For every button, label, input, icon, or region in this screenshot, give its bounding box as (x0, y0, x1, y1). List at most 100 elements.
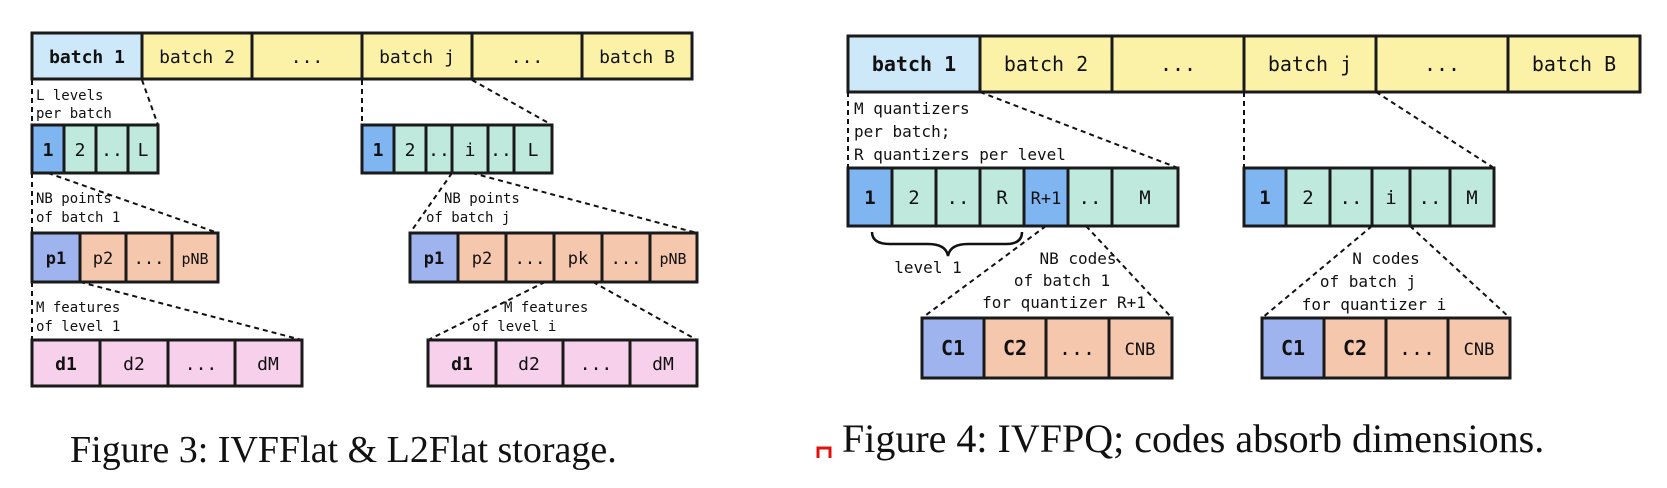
fig4-quantizer-label: M (1466, 187, 1477, 209)
fig3-level-cell (486, 123, 516, 175)
fig3-feature-cell (628, 338, 699, 388)
fig3-point-cell (78, 231, 128, 284)
fig4-code-label: C1 (1281, 336, 1305, 360)
fig4-quantizer-label: M (1139, 187, 1150, 209)
fig3-level-label: 1 (373, 140, 384, 161)
fig3-feature-label: dM (257, 354, 279, 375)
fig4-quantizer-label: .. (1340, 187, 1363, 209)
fig4-note-codes-right-line-2: of batch j (1320, 272, 1416, 291)
fig3-level-cell (512, 123, 554, 175)
fig3-point-cell (600, 231, 652, 284)
fig3-feature-row-left: d1 d2 ... dM (30, 338, 304, 388)
fig3-level-row-left: 1 2 .. L (30, 123, 160, 175)
fig4-batch-label-1: batch 1 (872, 52, 956, 76)
fig4-brace-label: level 1 (894, 258, 961, 277)
fig4-batch-cell-4 (1242, 34, 1378, 94)
fig4-batch-label-5: ... (1424, 52, 1460, 76)
fig4-batch-cell-6 (1506, 34, 1642, 94)
fig4-quantizer-cell (1110, 166, 1180, 228)
fig4-note-quantizers-line-2: per batch; (854, 122, 950, 141)
fig3-point-row-right: p1 p2 ... pk ... pNB (408, 231, 699, 284)
fig4-quantizer-label: .. (1079, 187, 1102, 209)
fig3-level-label: L (138, 140, 149, 161)
fig4-code-label: CNB (1464, 340, 1495, 360)
fig4-quantizer-row-left: 1 2 .. R R+1 .. M (846, 166, 1180, 228)
fig3-feature-label: d1 (451, 354, 473, 375)
fig4-note-codes-left-line-1: NB codes (1039, 249, 1116, 268)
level-brace (870, 231, 1024, 257)
fig3-feature-cell (494, 338, 565, 388)
fig4-code-label: ... (1399, 336, 1435, 360)
fig3-point-cell (648, 231, 699, 284)
fig3-point-label: pNB (659, 250, 686, 268)
fig3-note-features-left-line-2: of level 1 (36, 319, 120, 335)
fig3-note-points-left-line-1: NB points (36, 191, 112, 207)
fig4-quantizer-cell (1242, 166, 1288, 228)
fig3-batch-label-6: batch B (599, 47, 675, 68)
fig4-batch-cell-2 (978, 34, 1114, 94)
fig4-code-label: C2 (1343, 336, 1367, 360)
fig4-quantizer-row-right: 1 2 .. i .. M (1242, 166, 1496, 228)
fig3-feature-cell (233, 338, 304, 388)
fig4-batch-label-3: ... (1160, 52, 1196, 76)
fig4-quantizer-label: .. (1419, 187, 1442, 209)
fig4-quantizer-label: 2 (908, 187, 919, 209)
fig3-feature-cell (98, 338, 170, 388)
fig3-level-cell (126, 123, 160, 175)
fig4-quantizer-cell (1448, 166, 1496, 228)
fig3-batch-label-2: batch 2 (159, 47, 235, 68)
fig4-code-row-right: C1 C2 ... CNB (1260, 316, 1512, 380)
fig3-point-label: p2 (472, 249, 492, 269)
fig3-note-points-right-line-2: of batch j (426, 210, 510, 226)
fig4-note-codes-right-line-3: for quantizer i (1302, 295, 1447, 314)
fig3-batch-label-3: ... (291, 47, 324, 68)
fig3-level-label: 2 (405, 140, 416, 161)
fig4-quantizer-label: 1 (1259, 187, 1270, 209)
fig3-note-levels-line-2: per batch (36, 106, 112, 122)
fig3-point-cell (456, 231, 508, 284)
red-marker-icon (816, 446, 832, 458)
fig3-level-cell (30, 123, 66, 175)
fig3-level-label: i (465, 140, 476, 161)
fig4-batch-label-2: batch 2 (1004, 52, 1088, 76)
fig3-feature-cell (426, 338, 498, 388)
fig3-level-cell (450, 123, 490, 175)
fig3-note-features-left-line-1: M features (36, 300, 120, 316)
fig3-feature-label: dM (652, 354, 674, 375)
fig3-feature-row-right: d1 d2 ... dM (426, 338, 699, 388)
fig4-note-codes-left-line-3: for quantizer R+1 (982, 293, 1146, 312)
fig3-connectors (31, 79, 698, 341)
fig3-batch-label-4: batch j (379, 47, 455, 68)
fig4-quantizer-label: .. (947, 187, 970, 209)
fig3-point-row-left: p1 p2 ... pNB (30, 231, 220, 284)
fig4-quantizer-label: R (996, 187, 1008, 209)
fig3-level-cell (424, 123, 454, 175)
fig4-quantizer-cell (978, 166, 1026, 228)
fig3-level-label: 2 (75, 140, 86, 161)
fig3-point-cell (170, 231, 220, 284)
fig3-point-label: pk (568, 249, 588, 269)
fig3-point-cell (504, 231, 556, 284)
fig3-note-features-right-line-1: M features (504, 300, 588, 316)
fig3-level-label: .. (101, 140, 123, 161)
fig3-level-cell (62, 123, 98, 175)
fig3-point-label: ... (611, 249, 642, 269)
fig4-code-cell (1107, 316, 1174, 380)
fig3-point-cell (552, 231, 604, 284)
fig4-quantizer-label: 1 (864, 187, 875, 209)
fig3-level-label: .. (490, 140, 512, 161)
fig3-point-label: p2 (93, 249, 113, 269)
fig3-level-row-right: 1 2 .. i .. L (360, 123, 554, 175)
fig3-batch-cell-3 (250, 31, 364, 81)
fig4-quantizer-label: R+1 (1031, 189, 1062, 209)
fig4-quantizer-cell (1066, 166, 1114, 228)
fig3-batch-cell-5 (470, 31, 584, 81)
fig4-note-codes-left-line-2: of batch 1 (1014, 271, 1110, 290)
fig4-caption: Figure 4: IVFPQ; codes absorb dimensions… (842, 416, 1544, 461)
fig3-batch-cell-2 (140, 31, 254, 81)
fig4-quantizer-label: 2 (1302, 187, 1313, 209)
fig3-feature-label: ... (580, 354, 613, 375)
fig4-quantizer-label: i (1385, 187, 1396, 209)
fig4-note-codes-right-line-1: N codes (1352, 249, 1419, 268)
